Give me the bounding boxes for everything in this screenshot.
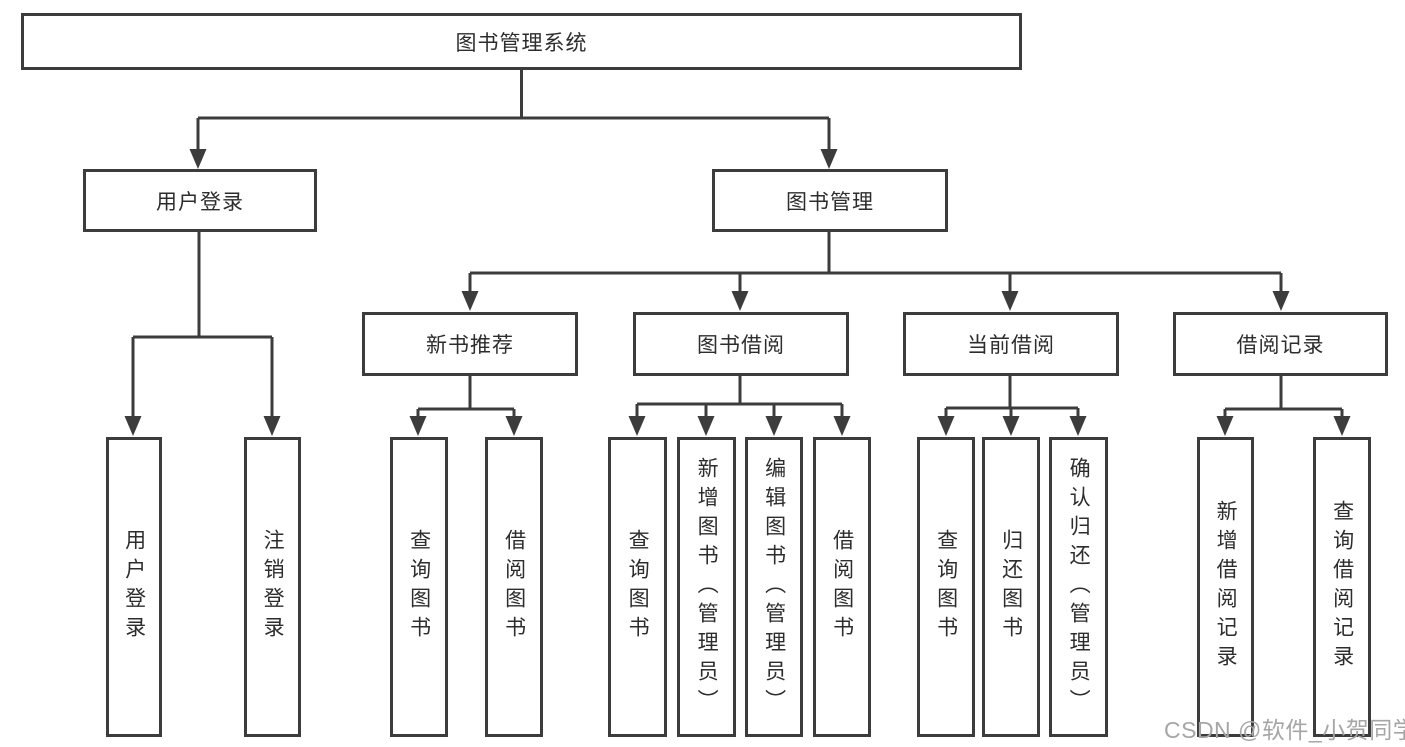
node-label: 查询图书 xyxy=(934,529,958,645)
node-label: 归还图书 xyxy=(999,529,1023,645)
node-new-book-recommend: 新书推荐 xyxy=(362,312,578,376)
node-leaf-cb-query-books: 查询图书 xyxy=(917,437,975,737)
node-leaf-user-login: 用户登录 xyxy=(106,437,162,737)
node-label: 注销登录 xyxy=(261,529,285,645)
node-leaf-bb-query-books: 查询图书 xyxy=(608,437,667,737)
connector-user-login xyxy=(124,232,281,436)
connector-root xyxy=(189,69,838,169)
node-leaf-nb-query-books: 查询图书 xyxy=(390,437,448,737)
node-leaf-nb-borrow-books: 借阅图书 xyxy=(485,437,543,737)
node-label: 图书管理系统 xyxy=(455,31,588,55)
node-leaf-cb-return-books: 归还图书 xyxy=(982,437,1040,737)
node-leaf-cb-confirm-return-admin: 确认归还（管理员） xyxy=(1049,437,1108,737)
node-current-borrow: 当前借阅 xyxy=(903,312,1119,376)
csdn-watermark: CSDN @软件_小贺同学 xyxy=(1164,717,1405,743)
node-leaf-bb-edit-books-admin: 编辑图书（管理员） xyxy=(745,437,803,737)
node-label: 查询图书 xyxy=(626,529,650,645)
node-leaf-logout: 注销登录 xyxy=(244,437,301,737)
connector-book-management xyxy=(461,232,1290,311)
node-label: 查询图书 xyxy=(407,529,431,645)
node-label: 编辑图书（管理员） xyxy=(762,456,786,718)
node-label: 查询借阅记录 xyxy=(1330,500,1354,674)
node-label: 用户登录 xyxy=(122,529,146,645)
node-label: 借阅图书 xyxy=(830,529,854,645)
node-label: 当前借阅 xyxy=(967,334,1055,357)
node-user-login: 用户登录 xyxy=(83,169,317,232)
node-label: 新增借阅记录 xyxy=(1214,500,1238,674)
node-label: 图书借阅 xyxy=(697,334,785,357)
node-book-management: 图书管理 xyxy=(712,169,948,232)
node-label: 用户登录 xyxy=(156,190,244,214)
node-label: 新增图书（管理员） xyxy=(695,456,719,718)
node-label: 确认归还（管理员） xyxy=(1067,456,1091,718)
node-book-borrow: 图书借阅 xyxy=(633,312,849,376)
node-leaf-bb-borrow-books: 借阅图书 xyxy=(813,437,871,737)
node-leaf-br-query-record: 查询借阅记录 xyxy=(1313,437,1371,737)
connector-current-borrow xyxy=(937,375,1087,436)
connector-borrow-record xyxy=(1216,375,1351,436)
node-label: 新书推荐 xyxy=(426,334,514,357)
node-label: 借阅记录 xyxy=(1236,334,1325,357)
connector-new-book xyxy=(409,375,523,436)
node-label: 借阅图书 xyxy=(502,529,526,645)
connector-book-borrow xyxy=(628,375,851,436)
node-leaf-bb-add-books-admin: 新增图书（管理员） xyxy=(677,437,736,737)
node-root: 图书管理系统 xyxy=(21,13,1022,70)
node-leaf-br-add-record: 新增借阅记录 xyxy=(1197,437,1254,737)
node-borrow-record: 借阅记录 xyxy=(1173,312,1388,376)
node-label: 图书管理 xyxy=(786,190,874,214)
